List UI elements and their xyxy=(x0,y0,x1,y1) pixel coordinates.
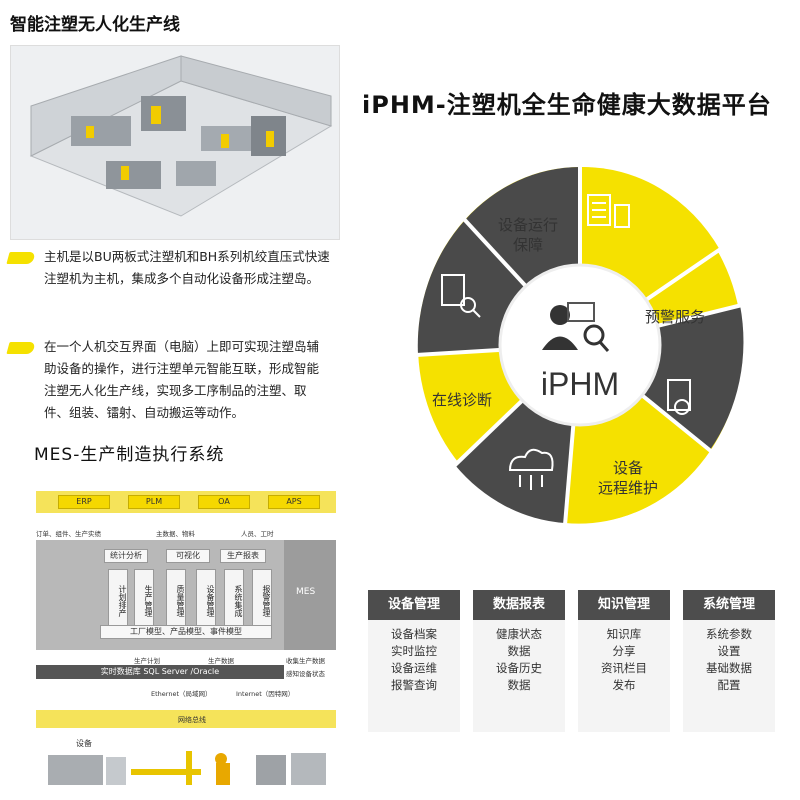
segment-label-diagnosis: 在线诊断 xyxy=(432,391,492,409)
category-item: 配置 xyxy=(717,678,741,692)
gear-document-icon xyxy=(667,379,691,415)
page-title-left: 智能注塑无人化生产线 xyxy=(10,15,180,35)
mes-internet-label: Internet（因特网） xyxy=(236,690,295,698)
analyst-icon xyxy=(542,302,610,352)
category-title: 知识管理 xyxy=(578,590,670,620)
mes-equipment-row xyxy=(48,751,326,785)
category-item: 系统参数 xyxy=(706,627,752,641)
mes-side-panel xyxy=(284,540,336,650)
mes-flow-label-staff: 人员、工时 xyxy=(241,530,274,538)
mes-col-alarm: 报警管理 xyxy=(252,569,272,629)
document-list-icon xyxy=(587,194,630,228)
iphm-wheel: iPHM 设备运行 保障 预警服务 设备 远程维护 在线诊断 xyxy=(415,165,744,526)
category-item: 设置 xyxy=(717,644,741,658)
mes-plan-label: 生产计划 xyxy=(134,657,160,665)
mes-ethernet-label: Ethernet（局域网） xyxy=(151,690,212,698)
mes-plm-box: PLM xyxy=(128,495,180,509)
mes-oa-box: OA xyxy=(198,495,250,509)
category-body: 系统参数 设置 基础数据 配置 xyxy=(683,620,775,732)
category-item: 设备历史 xyxy=(496,661,542,675)
category-body: 知识库 分享 资讯栏目 发布 xyxy=(578,620,670,732)
category-knowledge-mgmt: 知识管理 知识库 分享 资讯栏目 发布 xyxy=(578,590,670,732)
mes-report-box: 生产报表 xyxy=(220,549,266,563)
page-title-right: iPHM-注塑机全生命健康大数据平台 xyxy=(362,91,772,119)
category-item: 资讯栏目 xyxy=(601,661,647,675)
category-item: 发布 xyxy=(612,678,636,692)
mes-flow-label-orders: 订单、组件、生产实绩 xyxy=(36,530,101,538)
mes-collect-label: 收集生产数据 xyxy=(286,657,325,665)
category-body: 健康状态 数据 设备历史 数据 xyxy=(473,620,565,732)
bullet-main-machine: 主机是以BU两板式注塑机和BH系列机绞直压式快速注塑机为主机，集成多个自动化设备… xyxy=(6,246,330,290)
category-title: 数据报表 xyxy=(473,590,565,620)
mes-top-bar xyxy=(36,491,336,513)
mes-col-production: 生产管理 xyxy=(134,569,154,629)
category-item: 基础数据 xyxy=(706,661,752,675)
mes-title: MES-生产制造执行系统 xyxy=(34,445,225,465)
bullet-hmi: 在一个人机交互界面（电脑）上即可实现注塑岛辅助设备的操作，进行注塑单元智能互联，… xyxy=(6,336,330,424)
cloud-gear-icon xyxy=(508,448,554,490)
mes-network-label: 网络总线 xyxy=(178,716,206,724)
mes-stats-box: 统计分析 xyxy=(104,549,148,563)
category-item: 实时监控 xyxy=(391,644,437,658)
mes-visual-box: 可视化 xyxy=(166,549,210,563)
mes-col-integration: 系统集成 xyxy=(224,569,244,629)
category-item: 设备档案 xyxy=(391,627,437,641)
segment-label-ops-1: 设备运行 xyxy=(498,216,558,234)
mes-sense-label: 感知设备状态 xyxy=(286,670,325,678)
mes-col-plan: 计划排产 xyxy=(108,569,128,629)
category-item: 分享 xyxy=(612,644,636,658)
mes-data-label: 生产数据 xyxy=(208,657,234,665)
mes-db-bar: 实时数据库 SQL Server /Oracle xyxy=(36,665,284,679)
mes-col-equipment: 设备管理 xyxy=(196,569,216,629)
segment-label-remote-2: 远程维护 xyxy=(598,479,658,497)
factory-illustration xyxy=(10,45,340,240)
mes-erp-box: ERP xyxy=(58,495,110,509)
mes-network-bar xyxy=(36,710,336,728)
category-item: 健康状态 xyxy=(496,627,542,641)
mes-flow-label-master: 主数据、物料 xyxy=(156,530,195,538)
category-system-mgmt: 系统管理 系统参数 设置 基础数据 配置 xyxy=(683,590,775,732)
mes-diagram: ERP PLM OA APS 订单、组件、生产实绩 主数据、物料 人员、工时 M… xyxy=(36,485,336,790)
segment-label-ops-2: 保障 xyxy=(513,236,543,254)
segment-label-remote-1: 设备 xyxy=(613,459,643,477)
category-item: 数据 xyxy=(507,644,531,658)
document-search-icon xyxy=(441,274,481,318)
category-item: 数据 xyxy=(507,678,531,692)
mes-model-bar: 工厂模型、产品模型、事件模型 xyxy=(100,625,272,639)
category-data-report: 数据报表 健康状态 数据 设备历史 数据 xyxy=(473,590,565,732)
category-body: 设备档案 实时监控 设备运维 报警查询 xyxy=(368,620,460,732)
category-item: 报警查询 xyxy=(391,678,437,692)
mes-side-label: MES xyxy=(296,587,316,597)
segment-label-warning: 预警服务 xyxy=(645,308,705,326)
mes-device-label: 设备 xyxy=(76,739,92,748)
mes-aps-box: APS xyxy=(268,495,320,509)
wheel-center xyxy=(498,263,662,427)
category-item: 设备运维 xyxy=(391,661,437,675)
wheel-center-label: iPHM xyxy=(541,366,619,402)
category-device-mgmt: 设备管理 设备档案 实时监控 设备运维 报警查询 xyxy=(368,590,460,732)
category-title: 设备管理 xyxy=(368,590,460,620)
category-title: 系统管理 xyxy=(683,590,775,620)
mes-col-quality: 质量管理 xyxy=(166,569,186,629)
category-item: 知识库 xyxy=(606,627,642,641)
